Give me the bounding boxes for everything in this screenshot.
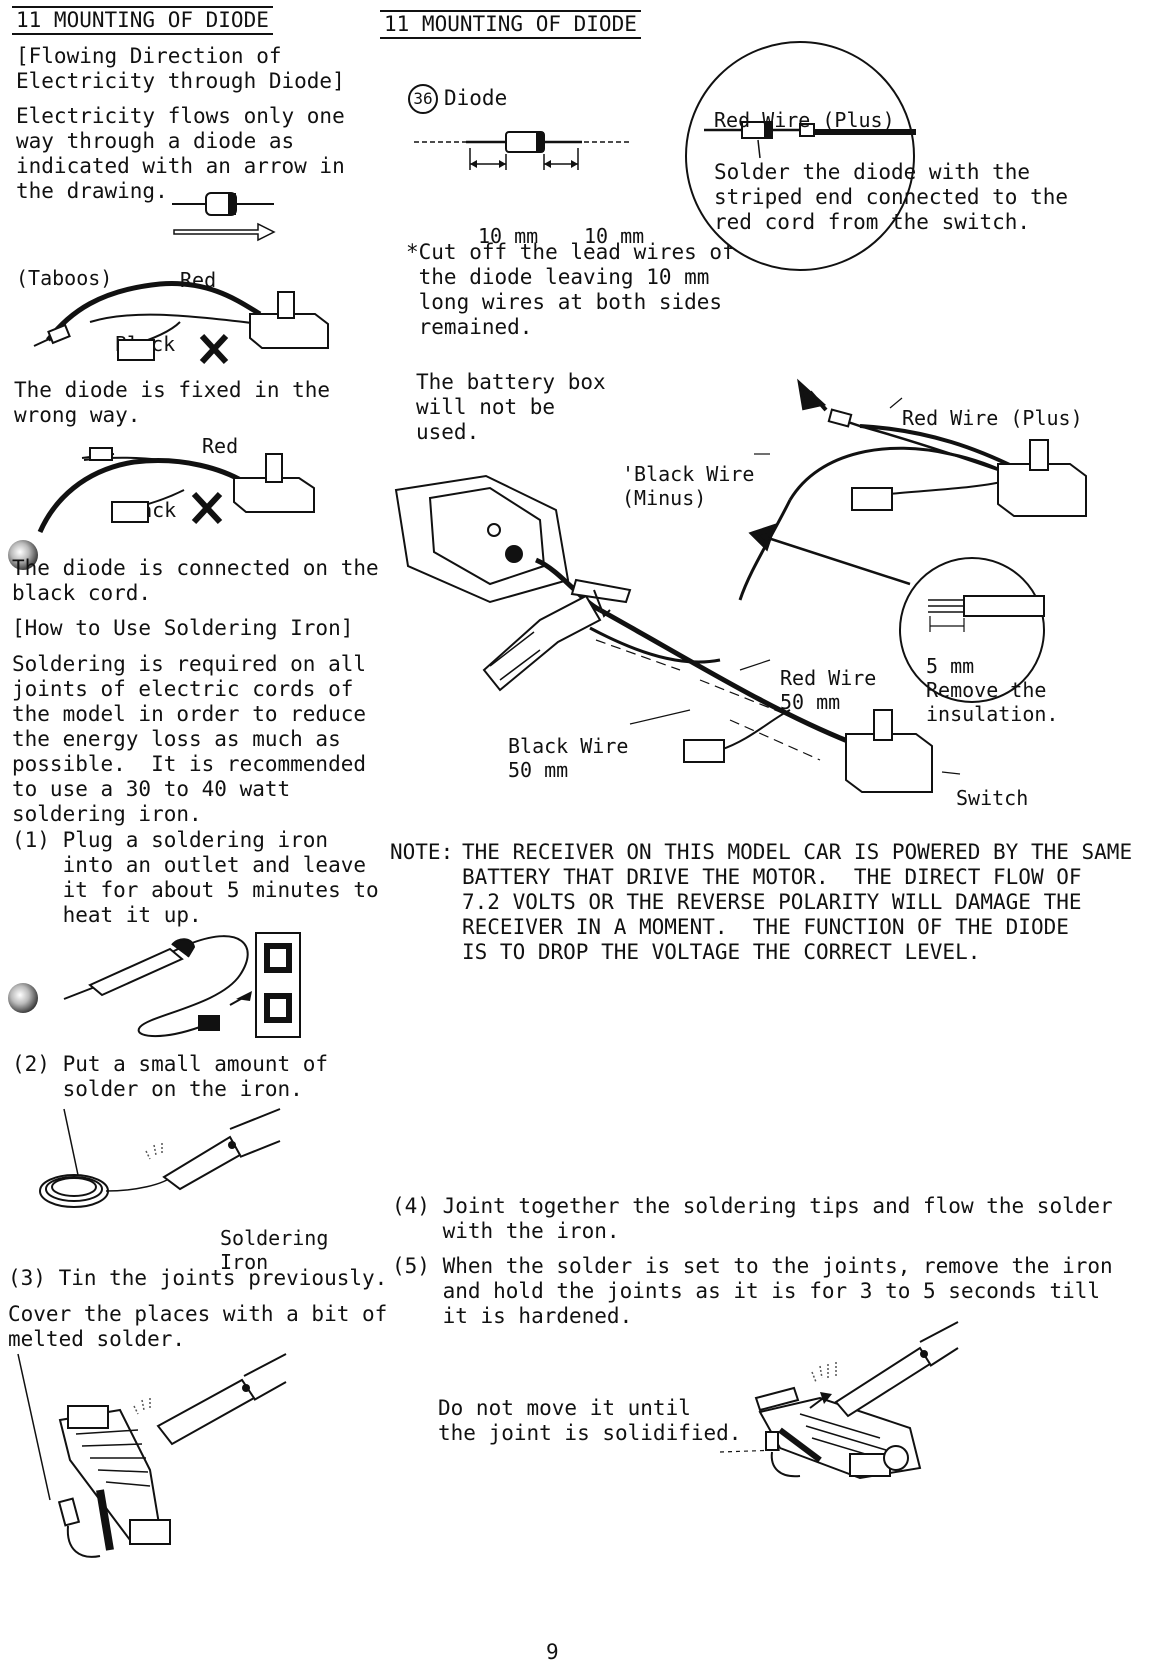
cut-lead-note: *Cut off the lead wires of the diode lea…: [406, 240, 735, 339]
right-section-header: 11 MOUNTING OF DIODE: [380, 10, 641, 39]
flow-text: Electricity flows only one way through a…: [16, 104, 345, 203]
strip-length-label: 5 mm: [926, 654, 975, 678]
solder-on-iron-figure: [39, 1108, 281, 1208]
iron-text: Soldering is required on all joints of e…: [12, 652, 367, 826]
binder-hole-icon: [8, 540, 38, 570]
wrong-way-text: The diode is fixed in the wrong way.: [14, 378, 331, 427]
taboos-label: (Taboos): [16, 266, 113, 290]
solder-detail-circle: [685, 41, 916, 271]
black-wire-50-label: Black Wire 50 mm: [508, 734, 629, 782]
joint-solder-figure: [719, 1321, 959, 1480]
tin-joints-figure: [17, 1353, 287, 1558]
flow-title: [Flowing Direction of Electricity throug…: [16, 44, 345, 93]
left-section-header: 11 MOUNTING OF DIODE: [12, 6, 273, 35]
black-cord-text: The diode is connected on the black cord…: [12, 556, 379, 605]
iron-title: [How to Use Soldering Iron]: [12, 616, 354, 640]
taboo-black-cord-figure: [37, 447, 315, 534]
switch-label: Switch: [956, 786, 1029, 810]
strip-insulation-circle: [899, 557, 1045, 703]
circle-solder-text: Solder the diode with the striped end co…: [714, 160, 1069, 234]
battery-box-note: The battery box will not be used.: [416, 370, 606, 444]
red-wire-plus-label: Red Wire (Plus): [902, 406, 1083, 430]
dim-left-label: 10 mm: [478, 224, 539, 248]
step3-text: (3) Tin the joints previously.: [8, 1266, 388, 1290]
page-number: 9: [546, 1640, 559, 1664]
step5-text: (5) When the solder is set to the joints…: [392, 1254, 1113, 1328]
main-wiring-figure: [394, 378, 1087, 793]
taboo-wrong-way-figure: [33, 281, 329, 365]
step2-text: (2) Put a small amount of solder on the …: [12, 1052, 329, 1101]
black-wire-minus-label: 'Black Wire (Minus): [622, 462, 755, 510]
diode-dimension-figure: [414, 131, 632, 170]
diode-part-label: Diode: [444, 86, 508, 110]
strip-insulation-text: Remove the insulation.: [926, 678, 1059, 726]
red-wire-50-label: Red Wire 50 mm: [780, 666, 877, 714]
step4-text: (4) Joint together the soldering tips an…: [392, 1194, 1113, 1243]
dim-right-label: 10 mm: [584, 224, 645, 248]
soldering-iron-label: Soldering Iron: [220, 1226, 329, 1274]
note-text: THE RECEIVER ON THIS MODEL CAR IS POWERE…: [462, 840, 1133, 964]
diode-arrow-figure: [172, 192, 276, 242]
soldering-iron-outlet-figure: [63, 932, 301, 1038]
step1-text: (1) Plug a soldering iron into an outlet…: [12, 828, 379, 927]
do-not-move-text: Do not move it until the joint is solidi…: [438, 1396, 742, 1445]
cover-text: Cover the places with a bit of melted so…: [8, 1302, 388, 1351]
part-number-badge: 36: [408, 84, 438, 114]
note-label: NOTE:: [390, 840, 454, 864]
circle-red-wire-title: Red Wire (Plus): [714, 108, 895, 132]
taboo2-red-label: Red: [202, 434, 239, 458]
binder-hole-icon-2: [8, 983, 38, 1013]
